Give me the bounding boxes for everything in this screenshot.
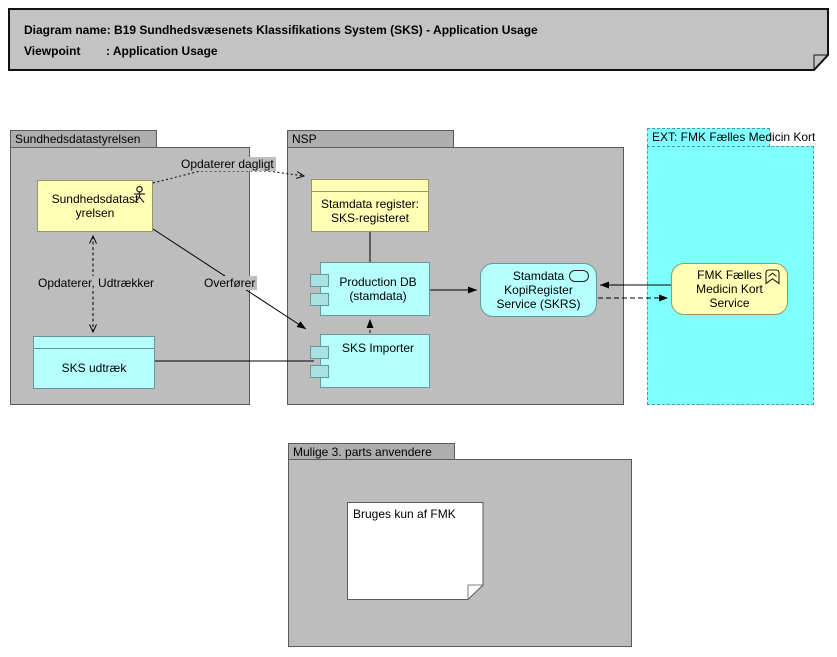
title-line1-label: Diagram name xyxy=(24,23,107,37)
node-fmk-service-label: FMK Fælles Medicin Kort Service xyxy=(696,268,763,310)
edge-label-opdaterer-dagligt: Opdaterer dagligt xyxy=(179,157,276,171)
node-skrs-service-label: Stamdata KopiRegister Service (SKRS) xyxy=(496,269,581,311)
node-sundhedsdatastyrelsen-actor[interactable]: Sundhedsdatast yrelsen xyxy=(37,180,153,232)
node-sundhedsdatastyrelsen-actor-label: Sundhedsdatast yrelsen xyxy=(51,192,139,220)
group-nsp-tab[interactable]: NSP xyxy=(287,130,454,148)
node-sks-udtraek[interactable]: SKS udtræk xyxy=(33,336,155,389)
node-sks-importer[interactable]: SKS Importer xyxy=(310,334,430,388)
component-icon xyxy=(310,274,329,287)
group-mulige-parts-tab[interactable]: Mulige 3. parts anvendere xyxy=(288,443,455,460)
node-sks-udtraek-label: SKS udtræk xyxy=(61,361,127,375)
group-sundhedsdatastyrelsen-tab[interactable]: Sundhedsdatastyrelsen xyxy=(10,130,157,148)
group-ext-fmk-label: EXT: FMK Fælles Medicin Kort xyxy=(652,130,816,144)
title-text: Diagram name : B19 Sundhedsvæsenets Klas… xyxy=(24,20,818,62)
note-shape xyxy=(8,8,829,71)
node-sks-importer-label: SKS Importer xyxy=(341,341,415,355)
note-shape xyxy=(347,502,484,600)
group-ext-fmk-tab[interactable]: EXT: FMK Fælles Medicin Kort xyxy=(647,128,815,147)
bookmark-chevron-icon xyxy=(765,269,780,285)
component-icon xyxy=(310,293,329,306)
object-top-bar xyxy=(312,180,428,192)
group-mulige-parts-label: Mulige 3. parts anvendere xyxy=(293,445,432,459)
node-fmk-service[interactable]: FMK Fælles Medicin Kort Service xyxy=(671,263,788,315)
note-text: Bruges kun af FMK xyxy=(353,507,456,521)
group-sundhedsdatastyrelsen-label: Sundhedsdatastyrelsen xyxy=(15,132,141,146)
title-line2-label: Viewpoint xyxy=(24,44,81,58)
edge-label-overfoerer: Overfører xyxy=(202,276,258,290)
node-skrs-service[interactable]: Stamdata KopiRegister Service (SKRS) xyxy=(480,263,597,317)
node-stamdata-register[interactable]: Stamdata register: SKS-registeret xyxy=(311,179,429,232)
object-top-bar xyxy=(34,337,154,349)
group-nsp-label: NSP xyxy=(292,132,317,146)
service-oval-icon xyxy=(569,270,589,282)
component-icon xyxy=(310,365,329,378)
title-note[interactable]: Diagram name : B19 Sundhedsvæsenets Klas… xyxy=(8,8,830,71)
business-actor-icon xyxy=(134,186,145,203)
note-bruges-kun-af-fmk[interactable]: Bruges kun af FMK xyxy=(347,502,484,600)
node-stamdata-register-label: Stamdata register: SKS-registeret xyxy=(320,197,420,225)
edge-label-opdaterer-udtraekker: Opdaterer, Udtrækker xyxy=(36,276,157,290)
component-icon xyxy=(310,346,329,359)
node-production-db[interactable]: Production DB (stamdata) xyxy=(310,262,430,316)
node-production-db-label: Production DB (stamdata) xyxy=(339,275,417,303)
title-line1-value: : B19 Sundhedsvæsenets Klassifikations S… xyxy=(106,23,538,37)
title-line2-value: : Application Usage xyxy=(106,44,218,58)
